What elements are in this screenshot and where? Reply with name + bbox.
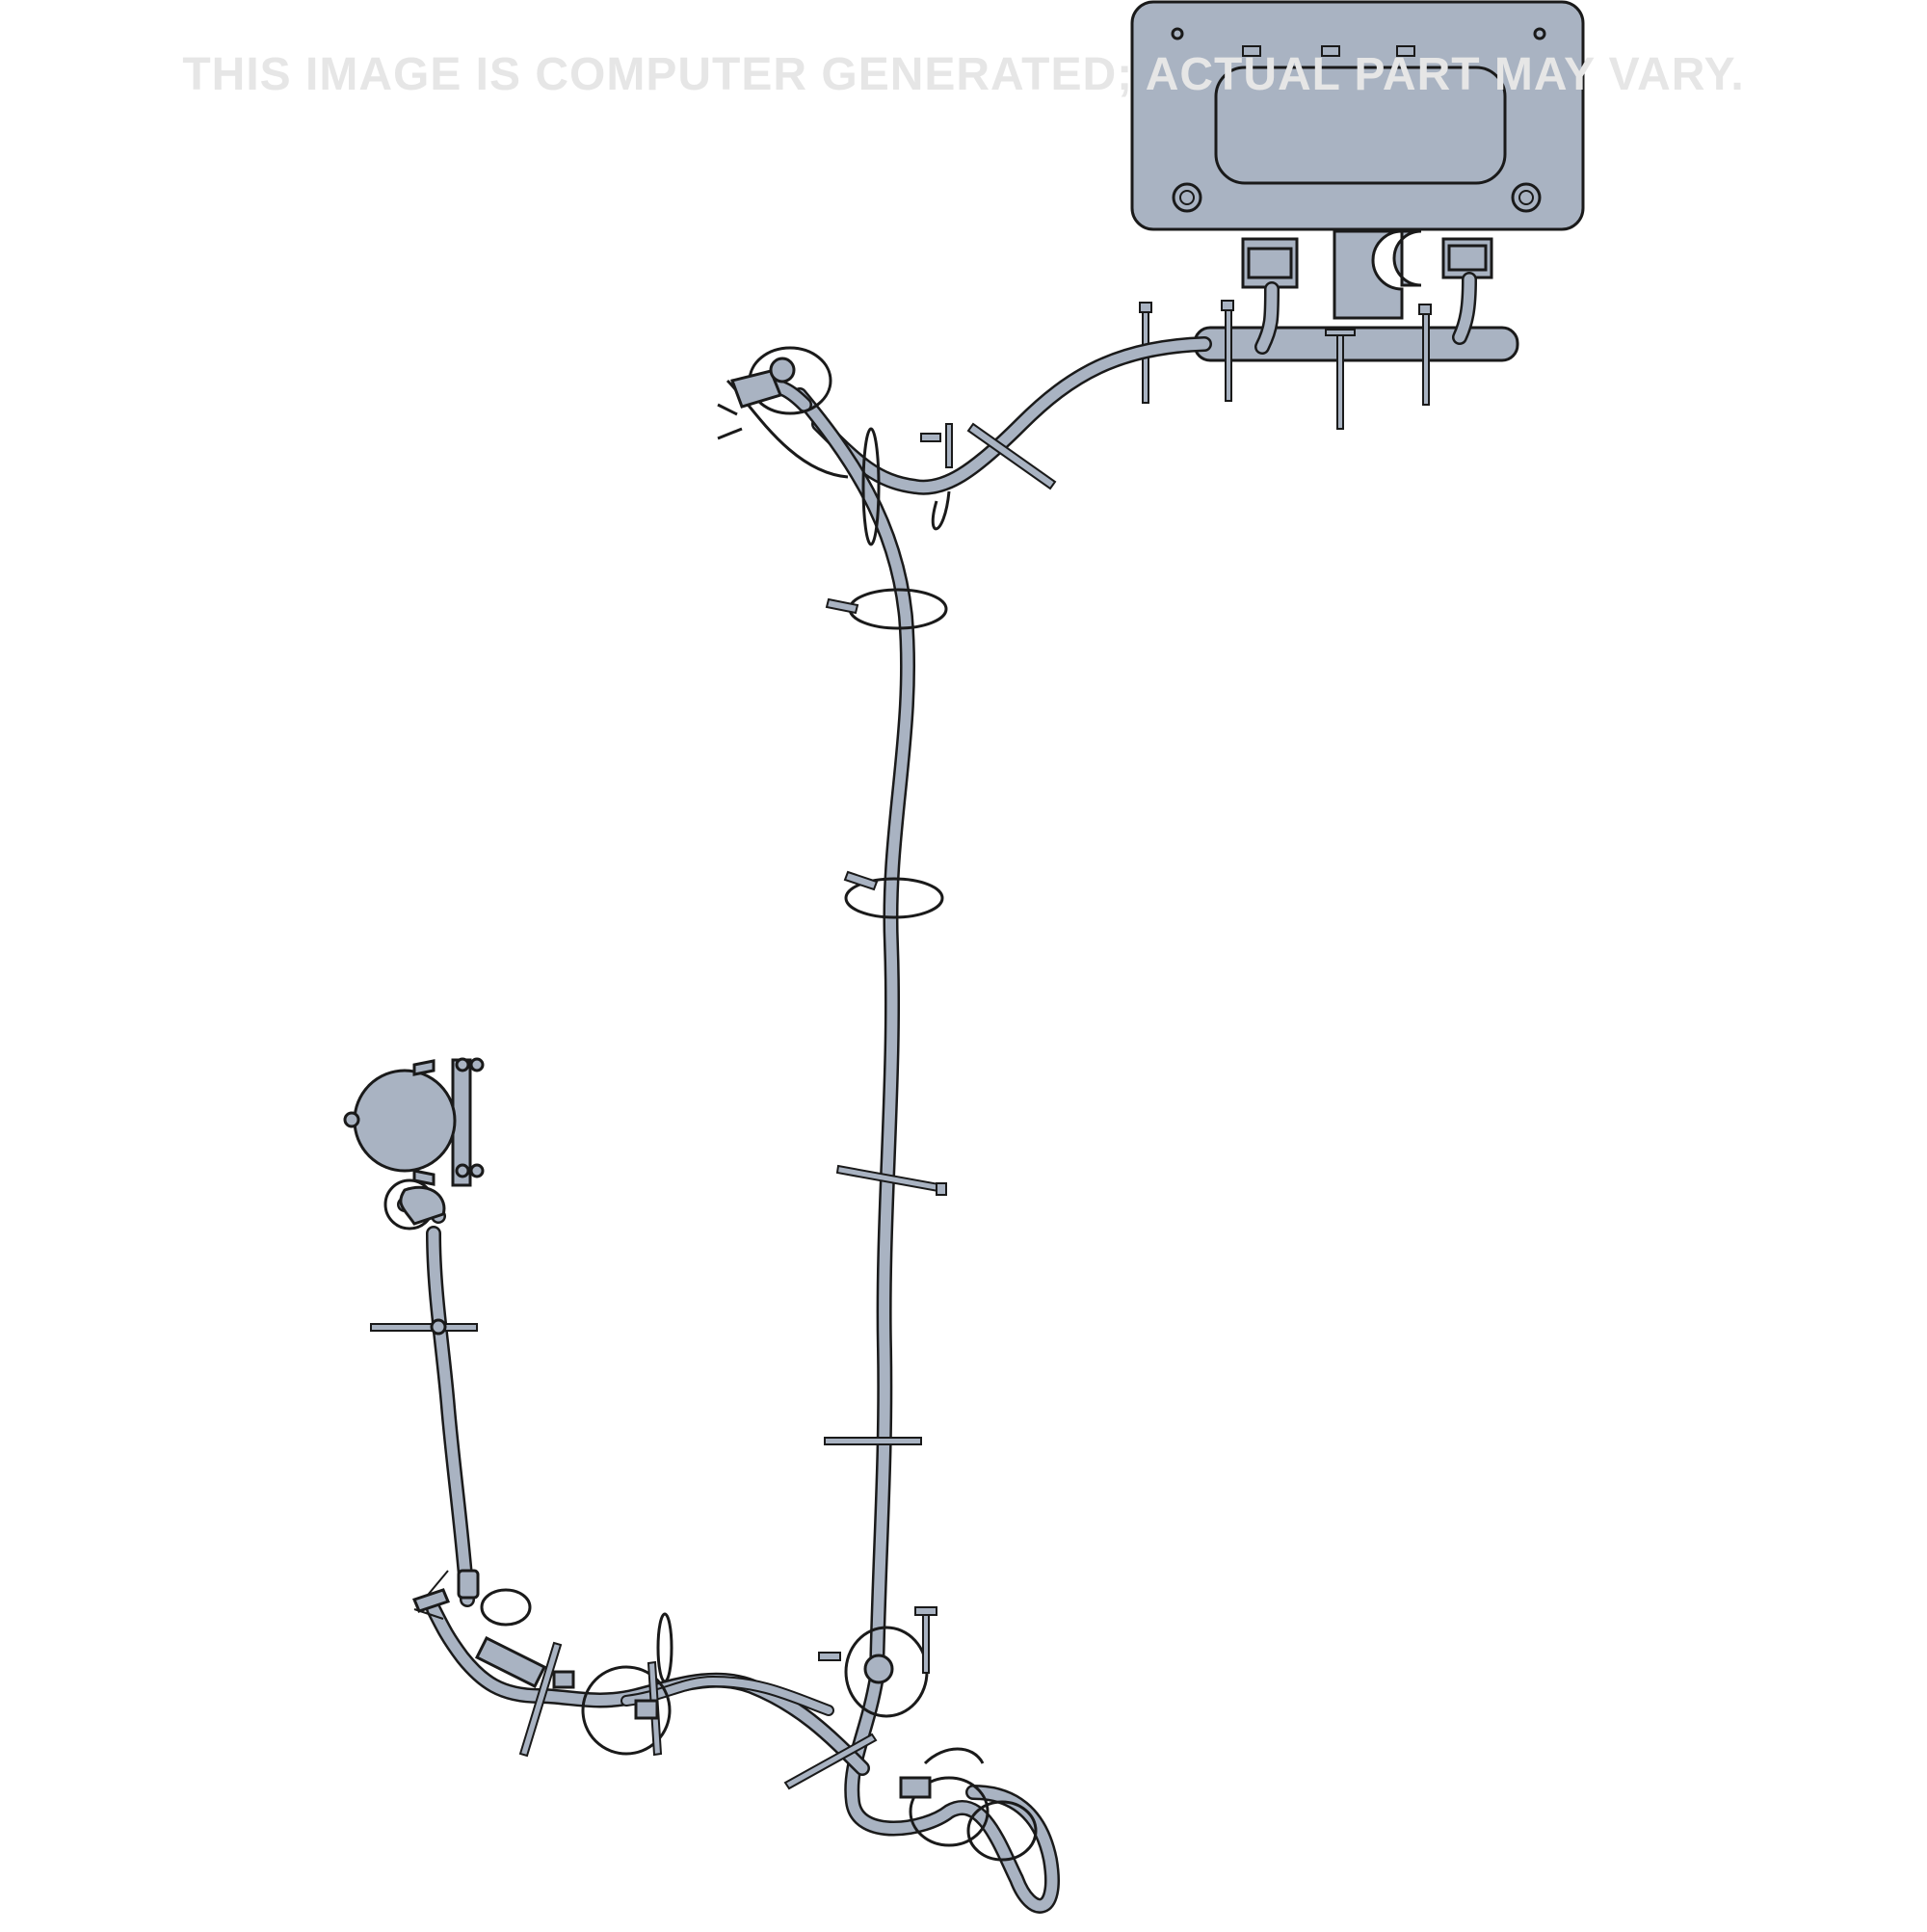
left-branch bbox=[370, 1178, 480, 1607]
control-box bbox=[1130, 0, 1585, 320]
lower-harness bbox=[426, 1601, 1060, 1914]
mounting-bar bbox=[1139, 272, 1519, 430]
round-connector bbox=[343, 1057, 485, 1226]
main-harness bbox=[758, 336, 1212, 1684]
lower-clamps bbox=[411, 1570, 1038, 1862]
upper-clamp-cluster bbox=[717, 346, 1057, 546]
main-run-clamps bbox=[824, 588, 948, 1445]
